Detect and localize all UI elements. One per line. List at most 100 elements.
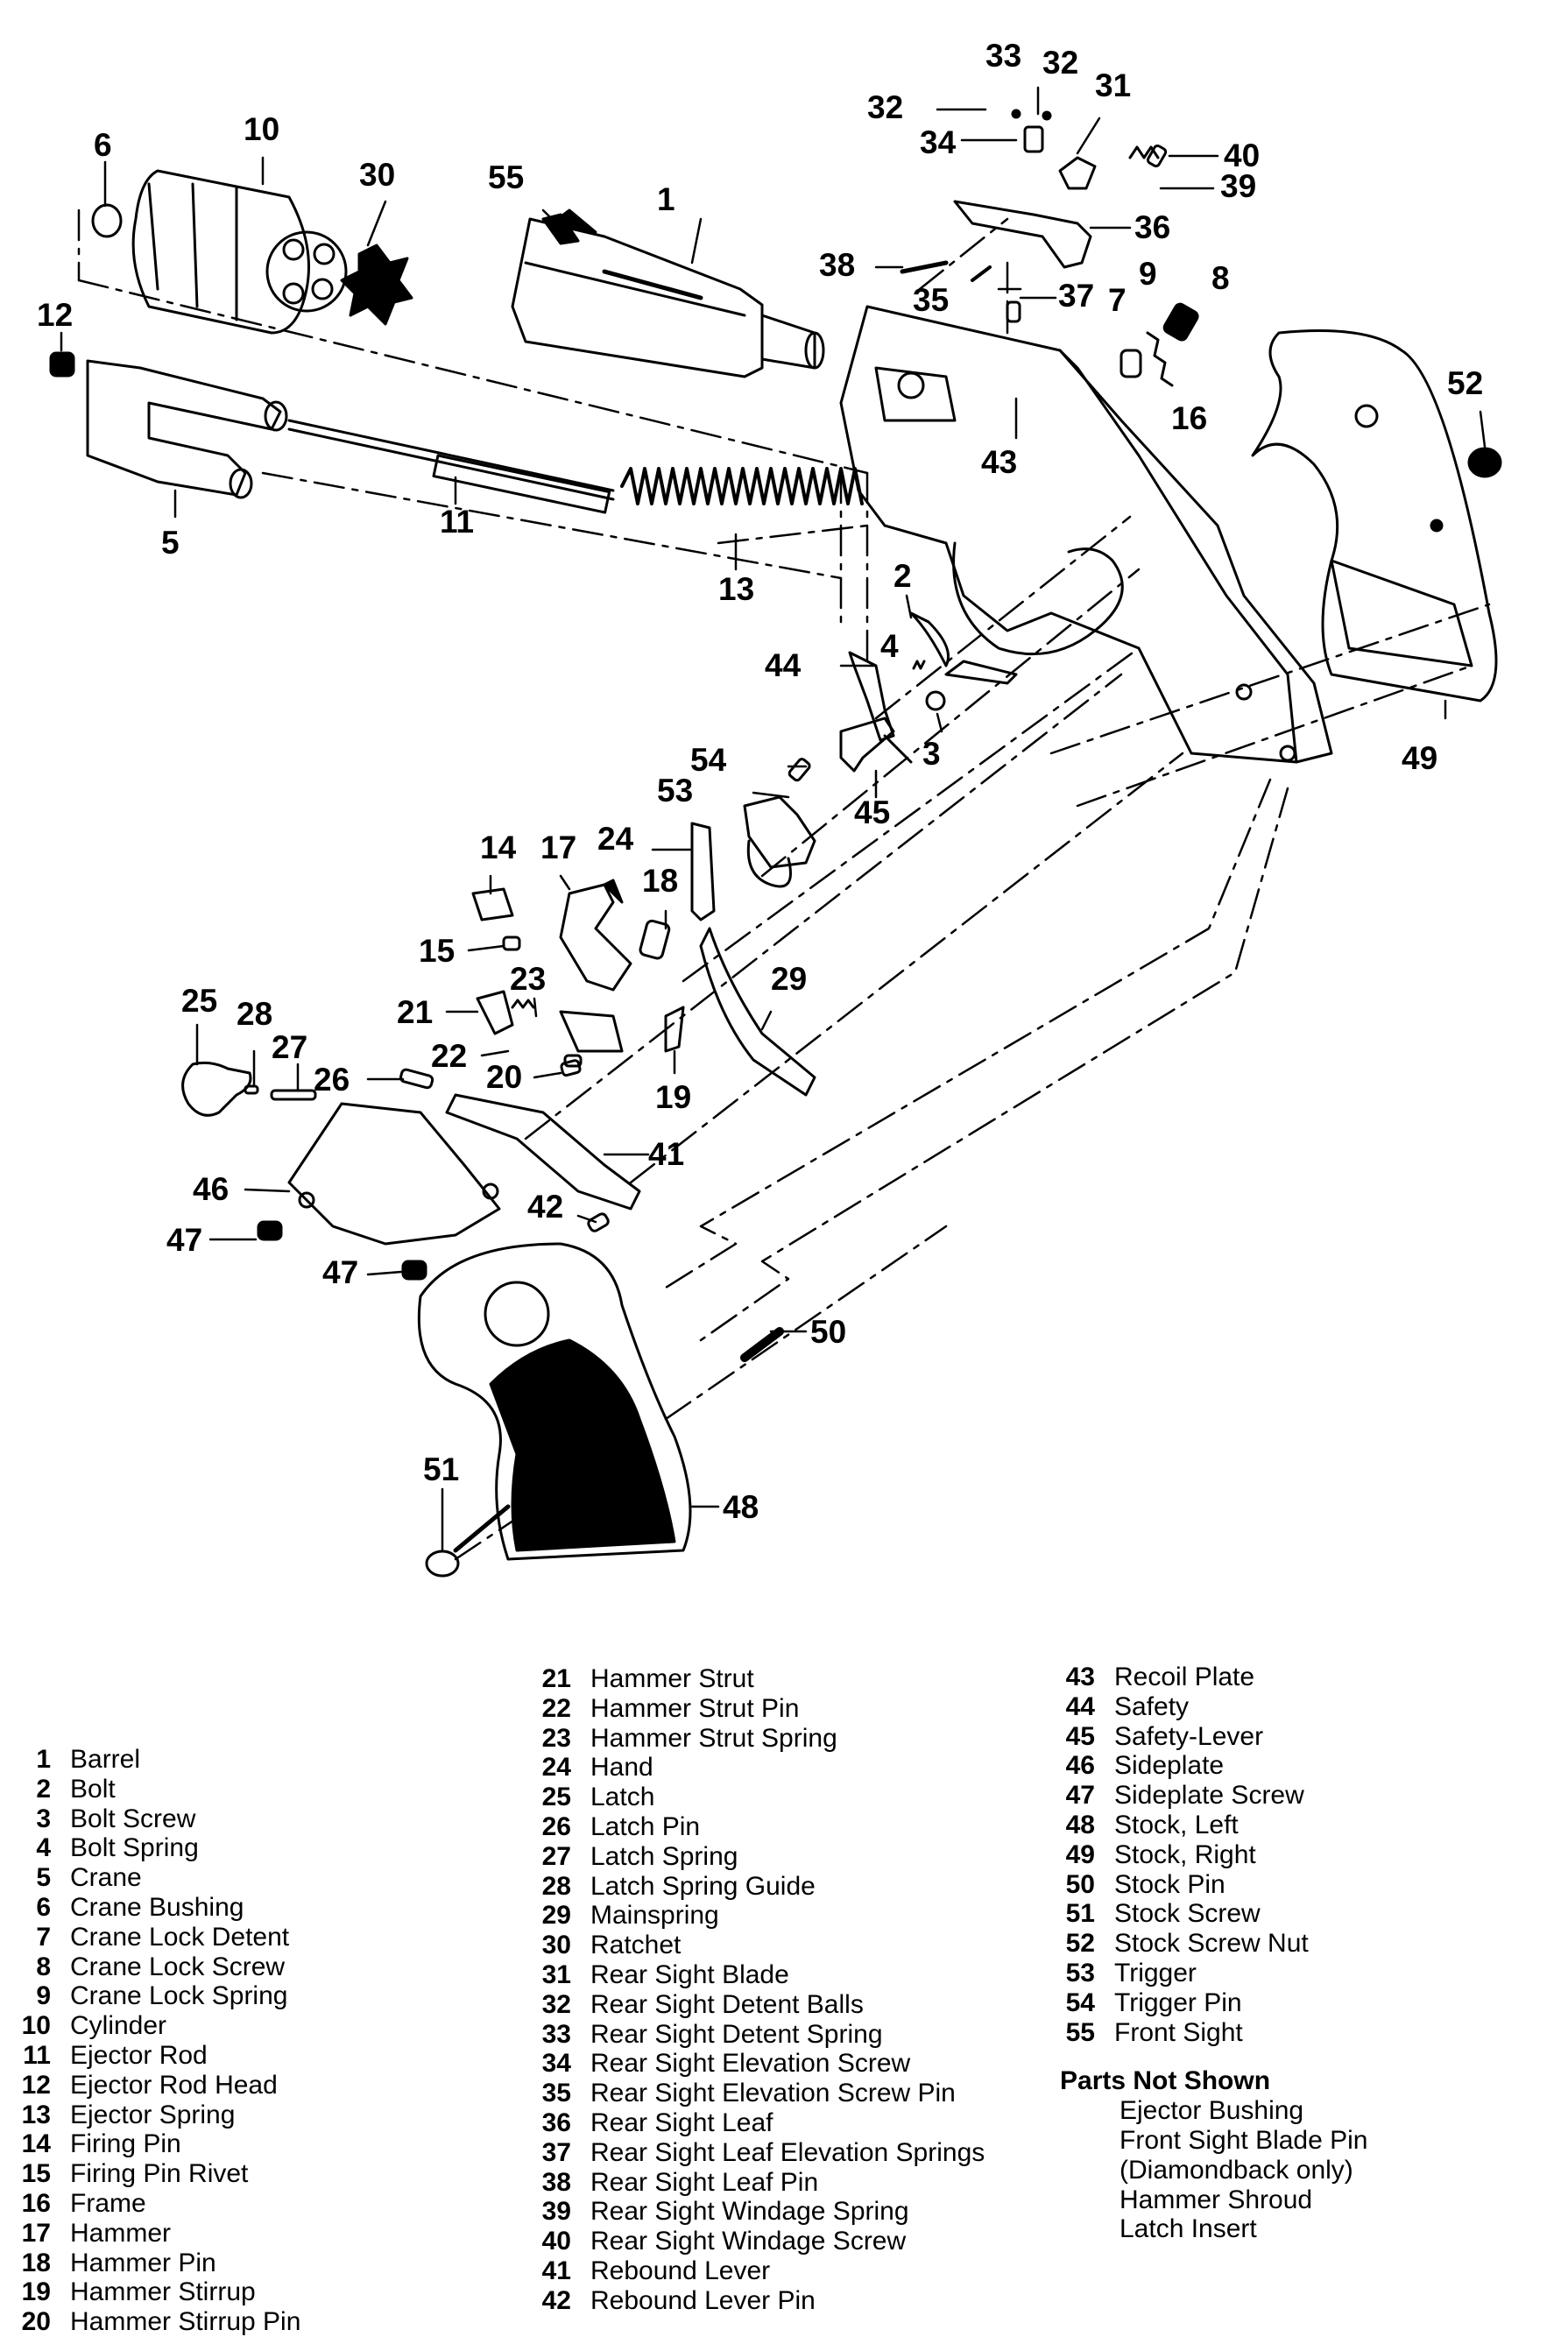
legend-item-number: 46 [1065,1751,1095,1781]
legend-item-name: Rear Sight Blade [590,1959,789,1989]
legend-item-name: Barrel [70,1745,141,1774]
callout-35: 35 [913,282,949,318]
legend-item-name: Hammer Strut [590,1664,754,1693]
callout-30: 30 [359,157,395,193]
firing-pin-group [471,887,521,951]
legend-item-name: Trigger Pin [1114,1988,1242,2017]
legend-item-name: Rebound Lever [590,2256,771,2285]
legend-item-number: 12 [21,2070,51,2100]
legend-item-name: Stock, Right [1114,1839,1256,1869]
legend-item-name: Stock Pin [1114,1869,1225,1899]
hammer-strut-group [476,990,624,1068]
legend-item-number: 21 [541,1664,571,1693]
legend-item-name: Sideplate Screw [1114,1781,1304,1811]
rear-sight-group [900,109,1168,323]
parts-not-shown-item: (Diamondback only) [1119,2155,1353,2185]
parts-not-shown-item: Hammer Shroud [1119,2185,1313,2214]
legend-item-name: Crane Lock Detent [70,1922,290,1952]
legend-item-name: Stock Screw [1114,1899,1261,1929]
legend-item-number: 40 [541,2227,571,2256]
callout-12: 12 [37,297,73,333]
callout-21: 21 [397,994,433,1030]
legend-item-name: Rear Sight Elevation Screw Pin [590,2079,956,2108]
callout-47b: 47 [322,1254,358,1290]
legend-item-number: 10 [21,2011,51,2041]
rebound-lever-group [445,1093,641,1232]
stock-right-part [1251,329,1498,703]
hand-part [690,822,716,921]
legend-item-number: 38 [541,2167,571,2197]
legend-item-name: Latch [590,1783,655,1812]
callout-24: 24 [597,821,634,857]
callout-19: 19 [655,1079,691,1115]
barrel-part [511,208,825,378]
legend-item-number: 6 [36,1892,51,1922]
callout-23: 23 [510,961,546,997]
legend-item: 26 Latch Pin [536,1812,985,1842]
legend-item-number: 26 [541,1811,571,1841]
mainspring-part [699,927,816,1097]
legend-item-number: 9 [36,1981,51,2011]
legend-item-name: Hammer Strut Spring [590,1723,837,1753]
legend-item-name: Rear Sight Leaf [590,2108,773,2137]
legend-item-name: Crane [70,1863,142,1893]
legend-item-name: Mainspring [590,1901,719,1931]
legend-item-number: 50 [1065,1869,1095,1899]
legend-item-number: 17 [21,2218,51,2248]
parts-not-shown-item: Ejector Bushing [1119,2096,1304,2126]
legend-item-name: Crane Bushing [70,1892,244,1922]
callout-6: 6 [94,127,112,163]
legend-item-number: 29 [541,1901,571,1931]
callout-47a: 47 [166,1222,202,1258]
legend-item-name: Bolt Screw [70,1804,196,1833]
callout-27: 27 [272,1029,307,1065]
legend-item-number: 34 [541,2049,571,2079]
legend-item-number: 37 [541,2137,571,2167]
callout-2: 2 [893,558,912,594]
legend-item-name: Latch Pin [590,1811,701,1841]
legend-item-number: 28 [541,1871,571,1901]
legend-item-name: Rear Sight Windage Screw [590,2227,907,2256]
legend-item: 35 Rear Sight Elevation Screw Pin [536,2079,985,2108]
callout-31: 31 [1095,67,1131,103]
legend-item-name: Safety-Lever [1114,1721,1264,1751]
legend-item-name: Cylinder [70,2011,167,2041]
hammer-part [559,879,632,992]
legend-item-number: 51 [1065,1899,1095,1929]
legend-item-name: Sideplate [1114,1751,1225,1781]
legend-item-number: 18 [21,2248,51,2277]
ejector-rod-head-part [49,351,75,378]
legend-item-name: Firing Pin [70,2129,181,2159]
legend-item-name: Crane Lock Spring [70,1981,288,2011]
legend-item-name: Front Sight [1114,2017,1243,2047]
callout-26: 26 [314,1062,350,1098]
legend-item-number: 49 [1065,1839,1095,1869]
crane-lock-group [1119,302,1199,387]
callout-15: 15 [419,933,455,969]
legend-item-number: 1 [36,1745,51,1774]
legend-item-number: 35 [541,2079,571,2108]
callout-14: 14 [480,830,517,865]
leader-lines [60,86,1487,1552]
callout-labels: 33 32 32 31 34 40 39 36 38 35 37 9 8 7 5… [37,38,1483,1525]
callout-1: 1 [657,181,675,217]
legend-item-name: Ejector Rod [70,2040,208,2070]
safety-group [839,651,913,773]
legend-item-number: 44 [1065,1691,1095,1721]
legend-item-name: Hand [590,1753,653,1783]
